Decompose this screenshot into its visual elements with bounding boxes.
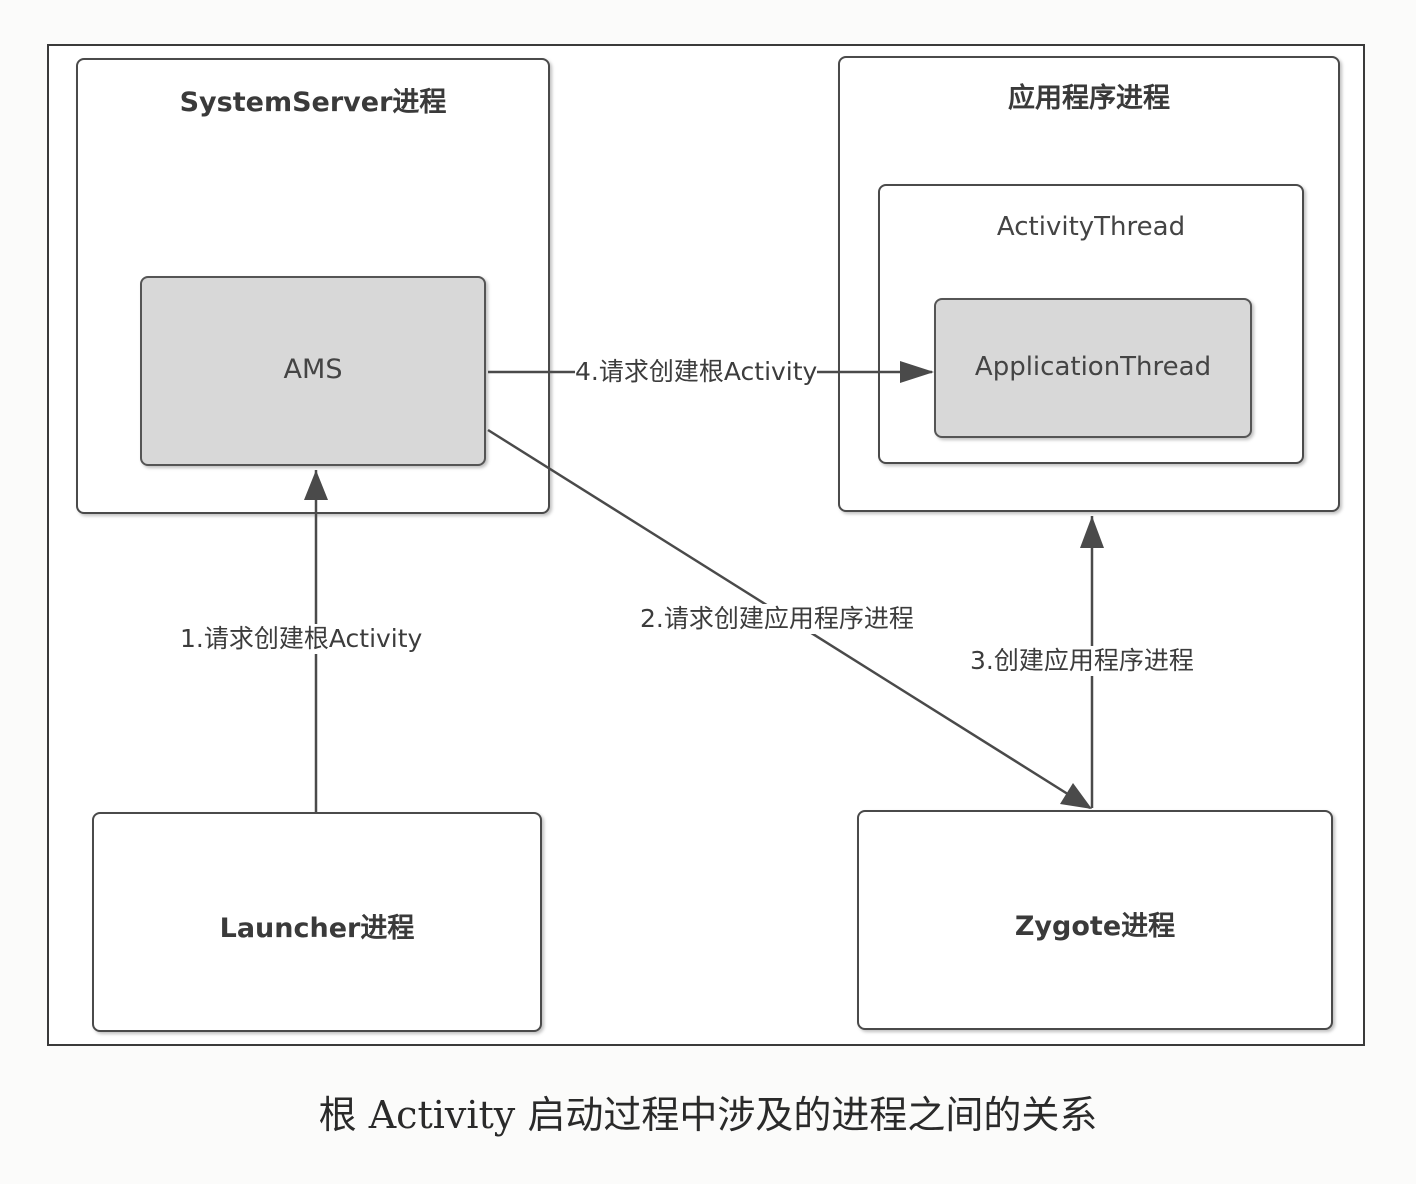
edge-1-arrowhead (304, 470, 328, 500)
launcher-process-title: Launcher进程 (219, 913, 415, 944)
edge-1-label: 1.请求创建根Activity (180, 624, 423, 654)
ams-box: AMS (140, 276, 486, 466)
systemserver-process-title: SystemServer进程 (179, 87, 447, 118)
launcher-process-box: Launcher进程 (92, 812, 542, 1032)
figure-caption: 根 Activity 启动过程中涉及的进程之间的关系 (318, 1093, 1098, 1137)
edge-4-label: 4.请求创建根Activity (575, 357, 818, 387)
edge-2-label: 2.请求创建应用程序进程 (640, 604, 914, 634)
ams-label: AMS (283, 354, 343, 385)
application-process-title: 应用程序进程 (1008, 83, 1170, 114)
edge-2-arrowhead (1060, 783, 1092, 809)
edge-4-arrowhead (900, 361, 934, 383)
activitythread-label: ActivityThread (996, 212, 1186, 242)
zygote-process-title: Zygote进程 (1014, 911, 1176, 942)
edge-3-arrowhead (1080, 516, 1104, 548)
applicationthread-box: ApplicationThread (934, 298, 1252, 438)
applicationthread-label: ApplicationThread (974, 352, 1212, 382)
edge-3-label: 3.创建应用程序进程 (970, 646, 1194, 676)
zygote-process-box: Zygote进程 (857, 810, 1333, 1030)
